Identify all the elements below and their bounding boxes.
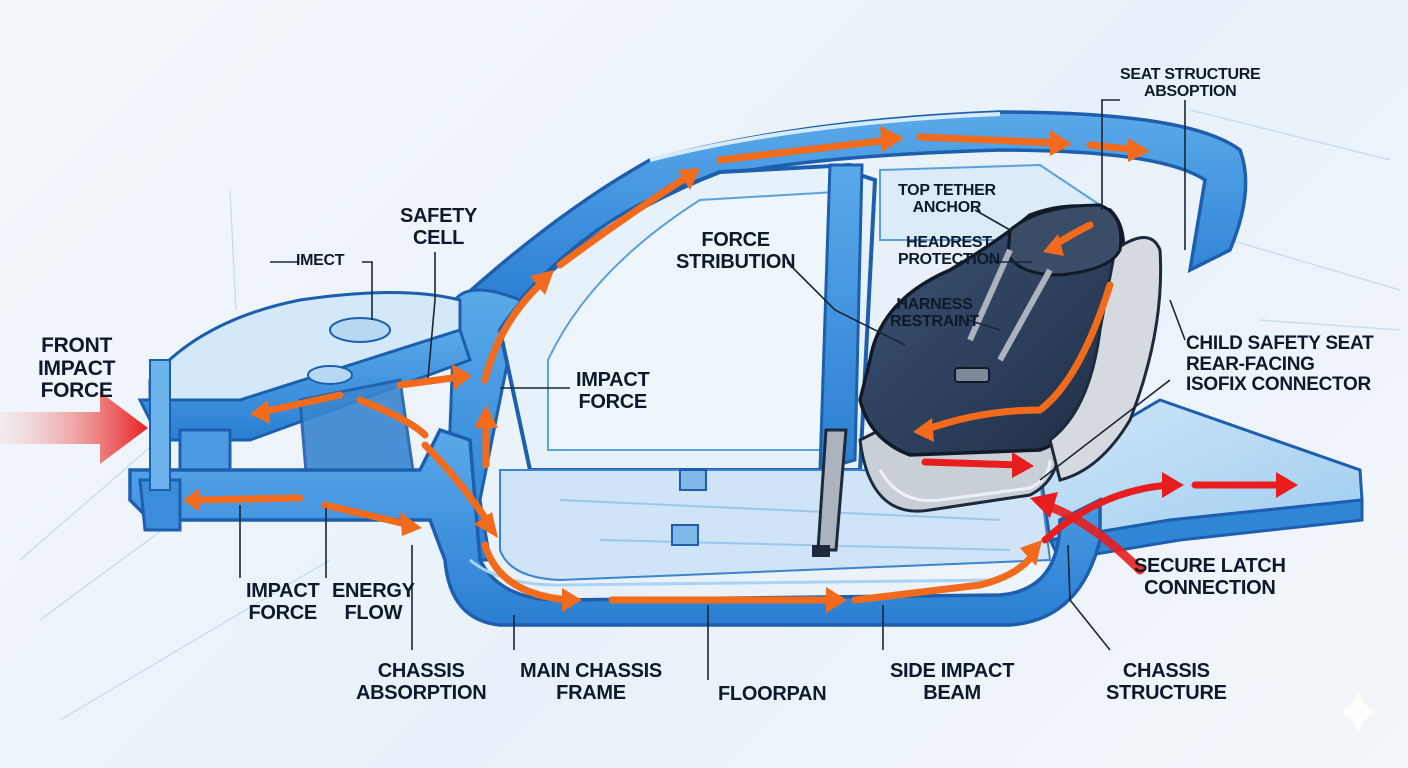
label-seat-structure-absorption: SEAT STRUCTURE ABSOPTION — [1120, 66, 1261, 101]
arrow-hood-left — [258, 391, 344, 416]
arrow-sill-turn — [481, 541, 574, 604]
arrow-rear-1 — [1041, 481, 1174, 544]
background-sketch-lines — [19, 109, 1401, 721]
arrow-roof-rise — [556, 171, 694, 269]
secure-latch-arrow — [1030, 492, 1145, 575]
label-harness-restraint: HARNESS RESTRAINT — [890, 296, 979, 331]
arrow-hood-right — [396, 373, 464, 389]
label-impact-top: IMECT — [296, 252, 345, 269]
label-force-distribution: FORCE STRIBUTION — [676, 229, 796, 273]
label-impact-force-mid: IMPACT FORCE — [576, 369, 650, 413]
label-safety-cell: SAFETY CELL — [400, 205, 478, 249]
arrow-wheel-arch — [356, 396, 429, 439]
arrow-seat-shell — [921, 281, 1114, 434]
label-chassis-structure: CHASSIS STRUCTURE — [1106, 660, 1227, 704]
front-crash-member — [138, 359, 182, 532]
arrow-a-pillar-down — [421, 441, 494, 529]
arrow-roof-2 — [916, 133, 1064, 147]
label-floorpan: FLOORPAN — [718, 683, 827, 705]
arrow-a-pillar-up — [481, 276, 549, 384]
label-energy-flow: ENERGY FLOW — [332, 580, 415, 624]
label-chassis-absorption: CHASSIS ABSORPTION — [356, 660, 487, 704]
arrow-energy-left — [191, 494, 304, 504]
label-impact-force-low: IMPACT FORCE — [246, 580, 320, 624]
label-main-chassis-frame: MAIN CHASSIS FRAME — [520, 660, 662, 704]
label-side-impact-beam: SIDE IMPACT BEAM — [890, 660, 1015, 704]
arrow-seat-base — [921, 458, 1024, 469]
arrow-sill-2 — [851, 581, 984, 604]
sparkle-icon — [1340, 690, 1376, 734]
force-flow-arrows — [183, 126, 1298, 613]
arrow-roof-1 — [716, 136, 894, 164]
label-front-impact-force: FRONT IMPACT FORCE — [38, 334, 116, 403]
label-secure-latch-connection: SECURE LATCH CONNECTION — [1134, 555, 1286, 599]
arrow-energy-right — [321, 501, 414, 529]
label-top-tether-anchor: TOP TETHER ANCHOR — [898, 182, 996, 217]
leader-lines — [239, 99, 1186, 680]
label-child-safety-seat: CHILD SAFETY SEAT REAR-FACING ISOFIX CON… — [1186, 333, 1374, 396]
label-headrest-protection: HEADREST PROTECTION — [898, 234, 1000, 269]
front-impact-arrow — [0, 392, 148, 464]
